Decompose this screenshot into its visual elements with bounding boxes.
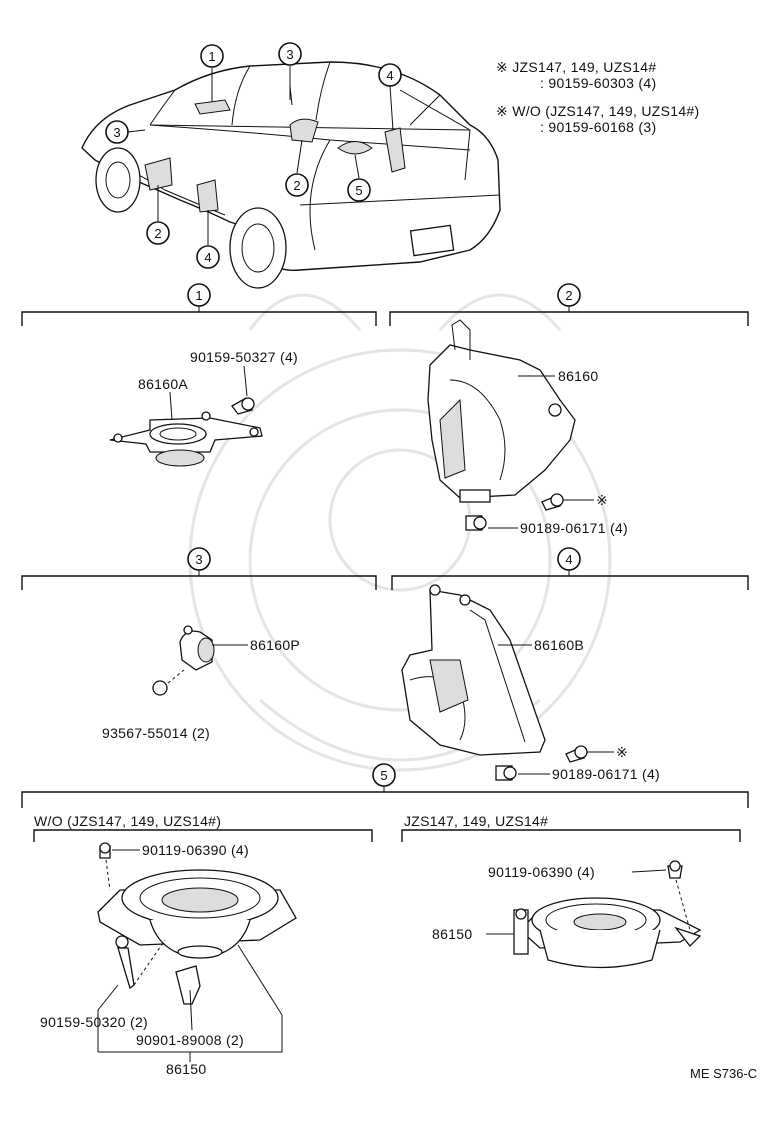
label-86160b: 86160B — [534, 637, 584, 653]
part-86150-speaker-left — [97, 869, 297, 959]
section-1-number: 1 — [195, 288, 202, 303]
note2-line2: : 90159-60168 (3) — [540, 119, 656, 135]
callout-2b: 2 — [154, 226, 161, 241]
notes: ※ JZS147, 149, UZS14# : 90159-60303 (4) … — [496, 59, 699, 135]
section-3: 3 86160P 93567-55014 (2) — [21, 547, 377, 741]
section-3-number: 3 — [195, 552, 202, 567]
part-86150-speaker-right — [513, 897, 702, 969]
screw-icon — [667, 860, 683, 879]
note1-line2: : 90159-60303 (4) — [540, 75, 656, 91]
label-90119-06390-right: 90119-06390 (4) — [488, 864, 595, 880]
callout-5: 5 — [355, 183, 362, 198]
label-90119-06390-left: 90119-06390 (4) — [142, 842, 249, 858]
callout-4a: 4 — [386, 68, 393, 83]
car-callouts: 1 3 3 4 2 5 2 4 — [105, 42, 402, 269]
subgroup-right-title: JZS147, 149, UZS14# — [404, 813, 548, 829]
screw-icon — [99, 842, 111, 859]
screw-icon — [565, 745, 588, 763]
section-4: 4 86160B ※ 90189-06171 (4) — [391, 547, 749, 782]
note2-line1: ※ W/O (JZS147, 149, UZS14#) — [496, 103, 699, 119]
label-90189-06171-s2: 90189-06171 (4) — [520, 520, 628, 536]
nut-icon — [465, 515, 487, 531]
label-86160p: 86160P — [250, 637, 300, 653]
section-2: 2 86160 ※ 90189-06171 (4) — [389, 283, 749, 536]
tapping-screw-icon — [115, 935, 135, 990]
label-note-mark-s2: ※ — [596, 492, 608, 508]
part-86160a-speaker — [109, 411, 263, 467]
label-90901-89008: 90901-89008 (2) — [136, 1032, 244, 1048]
callout-3b: 3 — [113, 125, 120, 140]
section-4-number: 4 — [565, 552, 572, 567]
watermark-emblem — [188, 293, 612, 772]
label-86160a: 86160A — [138, 376, 188, 392]
label-93567-55014: 93567-55014 (2) — [102, 725, 210, 741]
subgroup-left-title: W/O (JZS147, 149, UZS14#) — [34, 813, 221, 829]
callout-1: 1 — [208, 49, 215, 64]
label-86150-right: 86150 — [432, 926, 472, 942]
label-86150-left: 86150 — [166, 1061, 206, 1077]
part-86160p-tweeter — [179, 625, 215, 671]
clip-icon — [175, 965, 201, 1005]
screw-icon — [231, 397, 255, 415]
section-2-number: 2 — [565, 288, 572, 303]
label-90159-50320: 90159-50320 (2) — [40, 1014, 148, 1030]
label-90189-06171-s4: 90189-06171 (4) — [552, 766, 660, 782]
label-86160: 86160 — [558, 368, 598, 384]
screw-icon — [541, 493, 564, 511]
nut-icon — [495, 765, 517, 781]
footer-code: ME S736-C — [690, 1066, 757, 1081]
label-note-mark-s4: ※ — [616, 744, 628, 760]
callout-2a: 2 — [293, 178, 300, 193]
section-1: 1 86160A 90159-50327 (4) — [21, 283, 377, 467]
section-5-number: 5 — [380, 768, 387, 783]
note1-line1: ※ JZS147, 149, UZS14# — [496, 59, 656, 75]
section-5: 5 W/O (JZS147, 149, UZS14#) 90119-06390 … — [21, 763, 749, 1077]
car-illustration — [81, 61, 501, 289]
part-86160-enclosure — [427, 319, 576, 503]
label-90159-50327: 90159-50327 (4) — [190, 349, 298, 365]
callout-3a: 3 — [286, 47, 293, 62]
callout-4b: 4 — [204, 250, 211, 265]
part-86160b-enclosure — [401, 584, 546, 756]
